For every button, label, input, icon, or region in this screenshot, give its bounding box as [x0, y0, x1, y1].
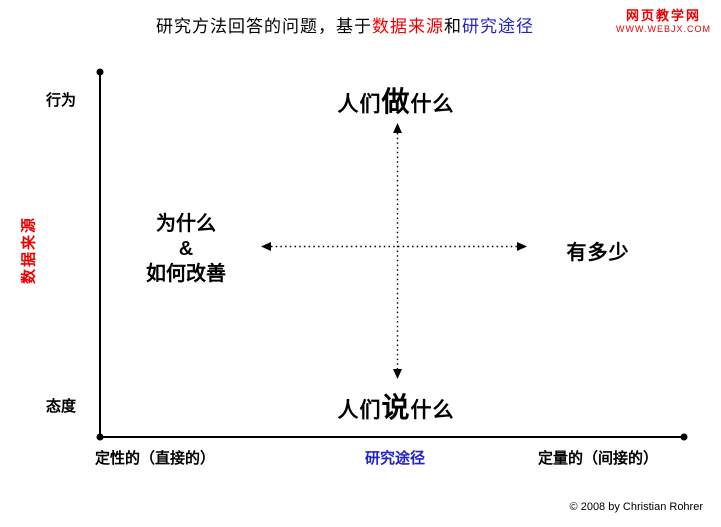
- title-conjunction: 和: [444, 17, 462, 36]
- quadrant-top-prefix: 人们: [337, 93, 382, 116]
- y-axis-top-label: 行为: [46, 92, 77, 109]
- quadrant-top-label: 人们做什么: [337, 80, 454, 120]
- y-axis-top-dot: [96, 68, 104, 76]
- quadrant-right-label: 有多少: [566, 242, 630, 264]
- quadrant-bottom-prefix: 人们: [337, 399, 382, 422]
- quadrant-left-line1: 为什么: [156, 213, 216, 235]
- x-axis-right-dot: [680, 433, 688, 441]
- quadrant-top-suffix: 什么: [410, 93, 455, 116]
- watermark-site-name: 网页教学网: [625, 8, 701, 23]
- title-highlight-research-approach: 研究途径: [462, 17, 534, 36]
- x-axis-left-label: 定性的（直接的）: [95, 450, 216, 467]
- arrow-left-icon: [261, 242, 271, 251]
- arrow-up-icon: [393, 123, 402, 133]
- watermark-site-url: www.webjx.com: [616, 23, 711, 34]
- quadrant-bottom-emphasis: 说: [381, 392, 411, 423]
- quadrant-bottom-label: 人们说什么: [337, 386, 454, 426]
- axis-corner-dot: [96, 433, 104, 441]
- x-axis-title: 研究途径: [364, 450, 425, 467]
- quadrant-left-label: 为什么 & 如何改善: [146, 212, 226, 287]
- quadrant-bottom-suffix: 什么: [410, 399, 455, 422]
- quadrant-left-line2: &: [178, 238, 194, 260]
- arrow-right-icon: [517, 242, 527, 251]
- diagram-title: 研究方法回答的问题，基于数据来源和研究途径: [0, 12, 690, 37]
- y-axis-title: 数据来源: [20, 215, 38, 285]
- x-axis-right-label: 定量的（间接的）: [538, 450, 659, 467]
- copyright-text: © 2008 by Christian Rohrer: [569, 501, 703, 513]
- title-highlight-data-source: 数据来源: [372, 17, 444, 36]
- y-axis-bottom-label: 态度: [46, 398, 77, 415]
- quadrant-top-emphasis: 做: [381, 86, 411, 117]
- quadrant-left-line3: 如何改善: [146, 263, 226, 285]
- watermark: 网页教学网 www.webjx.com: [616, 8, 711, 34]
- arrow-down-icon: [393, 369, 402, 379]
- title-text: 研究方法回答的问题，基于: [156, 17, 372, 36]
